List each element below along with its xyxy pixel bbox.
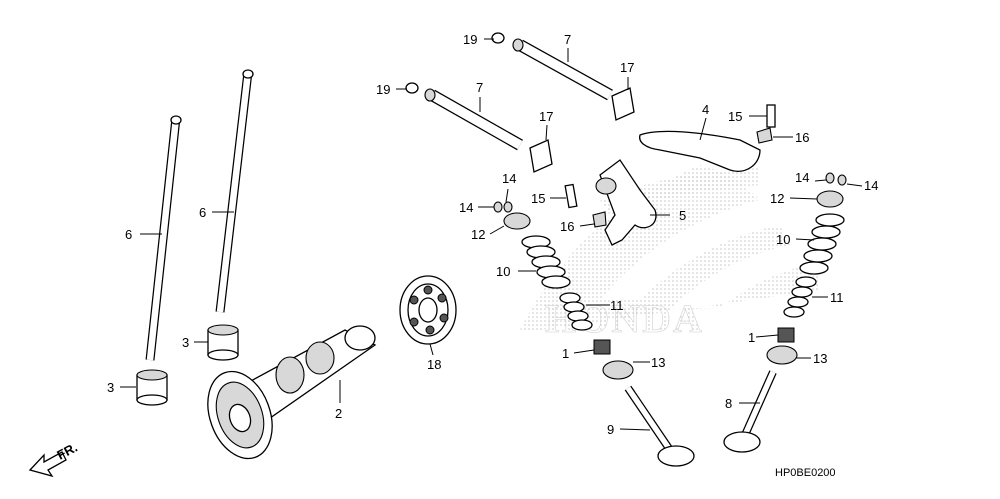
stem-seal-left	[593, 339, 611, 355]
callout-12a: 12	[471, 227, 485, 242]
cotter-right-a	[825, 172, 835, 184]
callout-17b: 17	[539, 109, 553, 124]
camshaft	[207, 325, 377, 460]
callout-14c: 14	[795, 170, 809, 185]
rocker-arm-exhaust	[639, 130, 761, 172]
outer-spring-right	[799, 213, 845, 275]
callout-10b: 10	[776, 232, 790, 247]
callout-7a: 7	[564, 32, 571, 47]
leader-lines	[120, 38, 863, 431]
adjust-screw-right	[766, 104, 776, 128]
callout-15b: 15	[531, 191, 545, 206]
callout-10a: 10	[496, 264, 510, 279]
callout-6b: 6	[199, 205, 206, 220]
callout-labels: 6 6 3 3 2 18 19 19 7 7 17 17 4 15 16 5 1…	[107, 32, 878, 437]
o-ring-upper	[491, 32, 505, 44]
drawing-code: HP0BE0200	[775, 467, 836, 479]
callout-15a: 15	[728, 109, 742, 124]
spring-seat-left	[602, 360, 634, 380]
spring-seat-right	[766, 345, 798, 365]
callout-6a: 6	[125, 227, 132, 242]
lock-nut-right	[756, 127, 773, 144]
callout-11b: 11	[830, 290, 844, 305]
callout-4: 4	[702, 102, 709, 117]
shaft-plate-lower	[529, 139, 553, 173]
callout-19b: 19	[376, 82, 390, 97]
callout-7b: 7	[476, 80, 483, 95]
callout-3b: 3	[182, 335, 189, 350]
callout-9: 9	[607, 422, 614, 437]
bearing	[399, 275, 457, 345]
callout-17a: 17	[620, 60, 634, 75]
callout-2: 2	[335, 406, 342, 421]
cotter-left-b	[503, 201, 513, 213]
callout-14a: 14	[459, 200, 473, 215]
tappet-left	[136, 369, 168, 406]
callout-8: 8	[725, 396, 732, 411]
callout-5: 5	[679, 208, 686, 223]
callout-11a: 11	[610, 298, 624, 313]
retainer-left	[503, 212, 531, 230]
retainer-right	[816, 190, 844, 208]
rocker-shaft-upper	[512, 38, 613, 101]
callout-14b: 14	[502, 171, 516, 186]
callout-16a: 16	[795, 130, 809, 145]
outer-spring-left	[521, 235, 571, 289]
stem-seal-right	[777, 327, 795, 343]
adjust-screw-left	[564, 183, 578, 209]
callout-18: 18	[427, 357, 441, 372]
callout-12b: 12	[770, 191, 784, 206]
cotter-right-b	[837, 174, 847, 186]
lock-nut-left	[592, 211, 607, 228]
callout-13b: 13	[813, 351, 827, 366]
callout-16b: 16	[560, 219, 574, 234]
cotter-left-a	[493, 201, 503, 213]
callout-13a: 13	[651, 355, 665, 370]
push-rod-left	[145, 115, 182, 361]
callout-1a: 1	[562, 346, 569, 361]
callout-1b: 1	[748, 330, 755, 345]
o-ring-lower	[405, 82, 419, 94]
inner-spring-left	[559, 292, 593, 331]
callout-14d: 14	[864, 178, 878, 193]
inner-spring-right	[783, 276, 817, 318]
valve-intake	[624, 385, 695, 467]
shaft-plate-upper	[611, 87, 635, 121]
rocker-arm-pivot	[595, 177, 617, 195]
callout-3a: 3	[107, 380, 114, 395]
front-direction-indicator: FR.	[28, 440, 80, 478]
callout-19a: 19	[463, 32, 477, 47]
push-rod-right	[215, 69, 254, 313]
tappet-right	[207, 324, 239, 361]
rocker-shaft-lower	[424, 88, 523, 151]
front-arrow-icon	[28, 451, 67, 478]
valve-exhaust	[723, 370, 777, 453]
